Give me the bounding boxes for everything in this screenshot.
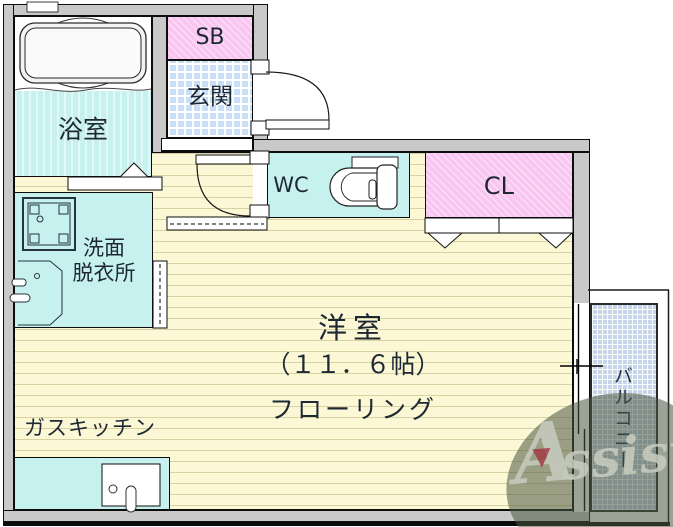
- entrance-area: [167, 60, 253, 138]
- wall-entrance-right-upper: [253, 4, 268, 61]
- wall-bottom: [3, 510, 590, 522]
- bathroom-area: [14, 16, 152, 177]
- window-strip: [573, 303, 590, 512]
- closet-area: [425, 152, 573, 218]
- wall-top: [3, 4, 268, 16]
- bathroom-floor: [15, 91, 151, 176]
- balcony-area: [590, 303, 658, 512]
- wall-section-top: [253, 139, 590, 152]
- kitchen-counter: [14, 457, 170, 510]
- wc-area: [267, 152, 410, 218]
- front-door-icon: [250, 59, 330, 136]
- storage-box-area: [167, 16, 253, 60]
- wall-black-bottom-edge: [3, 522, 670, 526]
- wall-left: [3, 4, 14, 524]
- wall-right-upper: [573, 152, 590, 304]
- entrance-step: [161, 138, 253, 151]
- washroom-area: [14, 192, 153, 328]
